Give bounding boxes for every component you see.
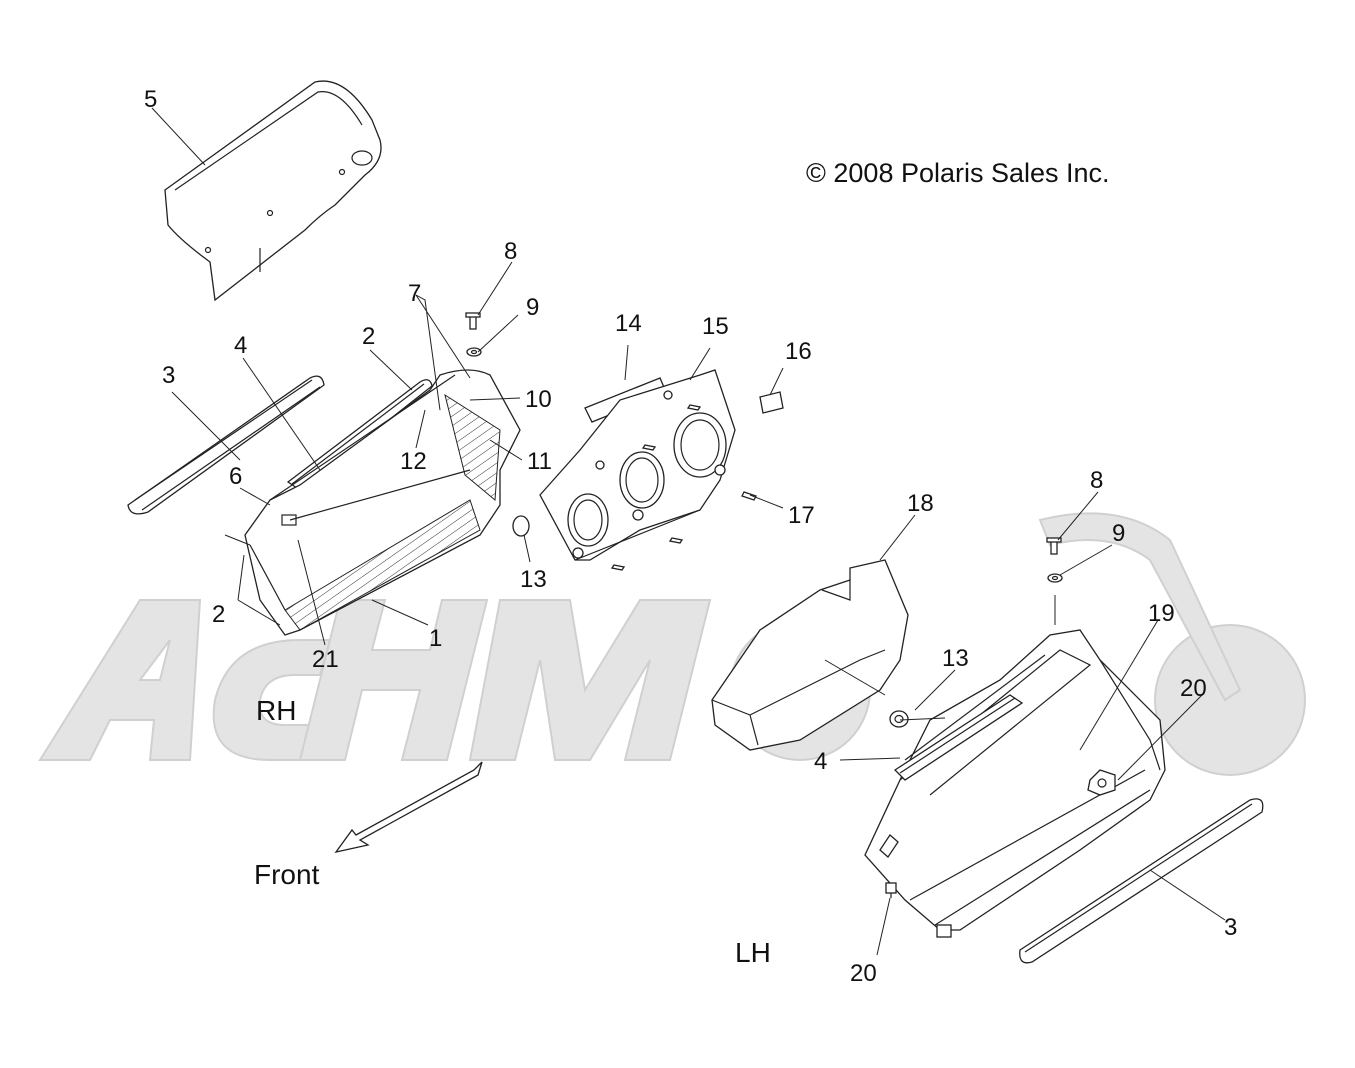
callout-10: 10 bbox=[525, 386, 552, 413]
part-18-pad bbox=[711, 559, 909, 751]
callout-9-rh: 9 bbox=[526, 294, 539, 321]
callout-12: 12 bbox=[400, 448, 427, 475]
callout-17: 17 bbox=[788, 502, 815, 529]
callout-16: 16 bbox=[785, 338, 812, 365]
part-20-clip-a bbox=[1087, 769, 1116, 796]
callout-1: 1 bbox=[429, 625, 442, 652]
callout-7: 7 bbox=[408, 280, 421, 307]
part-1-housing-rh bbox=[244, 369, 521, 636]
small-screw-a bbox=[686, 404, 702, 411]
part-5-cover bbox=[164, 80, 382, 302]
part-3-trim-rh bbox=[127, 375, 325, 515]
lh-label: LH bbox=[735, 937, 771, 968]
small-screw-b bbox=[641, 444, 657, 451]
callout-2-bottom: 2 bbox=[212, 601, 225, 628]
part-20-clip-b bbox=[885, 882, 897, 898]
callout-6: 6 bbox=[229, 463, 242, 490]
leader-lines bbox=[151, 107, 1226, 956]
part-15-gauge-panel bbox=[539, 369, 736, 561]
callout-19: 19 bbox=[1148, 600, 1175, 627]
callout-4-rh: 4 bbox=[234, 332, 247, 359]
part-13-plug-rh bbox=[512, 515, 530, 537]
callout-11: 11 bbox=[527, 448, 552, 475]
small-screw-c bbox=[668, 537, 684, 544]
callout-9-lh: 9 bbox=[1112, 520, 1125, 547]
part-4-strip-lh bbox=[893, 694, 1024, 781]
callout-3-lh: 3 bbox=[1224, 914, 1237, 941]
callout-21: 21 bbox=[312, 646, 339, 673]
callouts: 5 8 9 7 2 4 3 10 12 11 6 14 15 16 17 13 … bbox=[144, 86, 1237, 987]
part-8-screw-lh bbox=[1046, 537, 1062, 555]
callout-2-top: 2 bbox=[362, 323, 375, 350]
callout-20-lower: 20 bbox=[850, 960, 877, 987]
front-label: Front bbox=[254, 859, 320, 890]
part-9-washer-lh bbox=[1047, 573, 1063, 583]
callout-5: 5 bbox=[144, 86, 157, 113]
part-9-washer-rh bbox=[466, 347, 482, 357]
callout-3-rh: 3 bbox=[162, 362, 175, 389]
callout-14: 14 bbox=[615, 310, 642, 337]
callout-13-rh: 13 bbox=[520, 566, 547, 593]
callout-8-rh: 8 bbox=[504, 238, 517, 265]
copyright-text: © 2008 Polaris Sales Inc. bbox=[806, 158, 1110, 188]
part-3-trim-lh bbox=[1019, 798, 1264, 964]
callout-4-lh: 4 bbox=[814, 748, 827, 775]
part-17-screw bbox=[741, 491, 757, 501]
callout-13-lh: 13 bbox=[942, 645, 969, 672]
callout-20-upper: 20 bbox=[1180, 675, 1207, 702]
callout-18: 18 bbox=[907, 490, 934, 517]
callout-15: 15 bbox=[702, 313, 729, 340]
callout-8-lh: 8 bbox=[1090, 467, 1103, 494]
part-16-label bbox=[759, 391, 784, 414]
small-screw-d bbox=[610, 564, 626, 571]
part-8-screw-rh bbox=[465, 312, 481, 330]
part-13-plug-lh bbox=[889, 710, 909, 728]
front-arrow bbox=[334, 761, 483, 854]
rh-label: RH bbox=[256, 695, 296, 726]
